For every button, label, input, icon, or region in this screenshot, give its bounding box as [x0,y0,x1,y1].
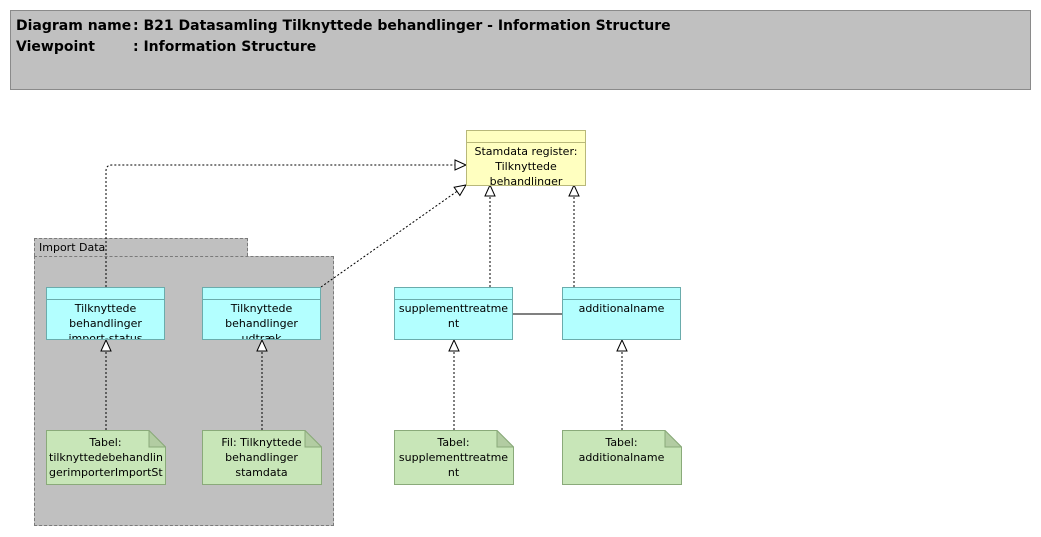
object-supplementtreatment[interactable]: supplementtreatme nt [394,287,513,340]
note-label: Tabel: supplementtreatme nt [398,436,509,479]
stamdata-register-object[interactable]: Stamdata register: Tilknyttede behandlin… [466,130,586,186]
object-header-band [47,288,164,300]
note-import-status-table[interactable]: Tabel: tilknyttedebehandlin gerimporterI… [46,430,166,485]
note-udtraek-file[interactable]: Fil: Tilknyttede behandlinger stamdata [202,430,322,485]
object-label: additionalname [578,302,665,315]
package-tab[interactable]: Import Data [34,238,248,256]
object-udtraek[interactable]: Tilknyttede behandlinger udtræk [202,287,321,340]
note-shape [46,430,166,485]
note-label: Fil: Tilknyttede behandlinger stamdata [221,436,302,479]
note-label: Tabel: additionalname [578,436,665,464]
object-header-band [203,288,320,300]
object-additionalname[interactable]: additionalname [562,287,681,340]
diagram-name: : B21 Datasamling Tilknyttede behandling… [133,18,671,34]
note-additionalname-table[interactable]: Tabel: additionalname [562,430,682,485]
viewpoint-label: Viewpoint [16,39,95,55]
note-shape [202,430,322,485]
object-header-band [395,288,512,300]
object-header-band [467,131,585,143]
realization-line-udtraek[interactable] [320,184,467,288]
object-import-status[interactable]: Tilknyttede behandlinger import-status [46,287,165,340]
note-shape [562,430,682,485]
object-label: supplementtreatme nt [398,302,509,330]
diagram-name-label: Diagram name [16,18,132,34]
note-label: Tabel: tilknyttedebehandlin gerimporterI… [49,436,163,479]
object-header-band [563,288,680,300]
note-shape [394,430,514,485]
viewpoint-value: : Information Structure [133,39,317,55]
object-label: Tilknyttede behandlinger udtræk [225,302,298,340]
realization-line-import-status[interactable] [105,159,468,287]
note-supplement-table[interactable]: Tabel: supplementtreatme nt [394,430,514,485]
object-label: Tilknyttede behandlinger import-status [68,302,143,340]
viewpoint-row: Viewpoint : Information Structure [16,39,316,55]
diagram-header: Diagram name: B21 Datasamling Tilknytted… [10,10,1031,90]
diagram-name-row: Diagram name: B21 Datasamling Tilknytted… [16,18,671,34]
object-label: Stamdata register: Tilknyttede behandlin… [474,145,578,186]
